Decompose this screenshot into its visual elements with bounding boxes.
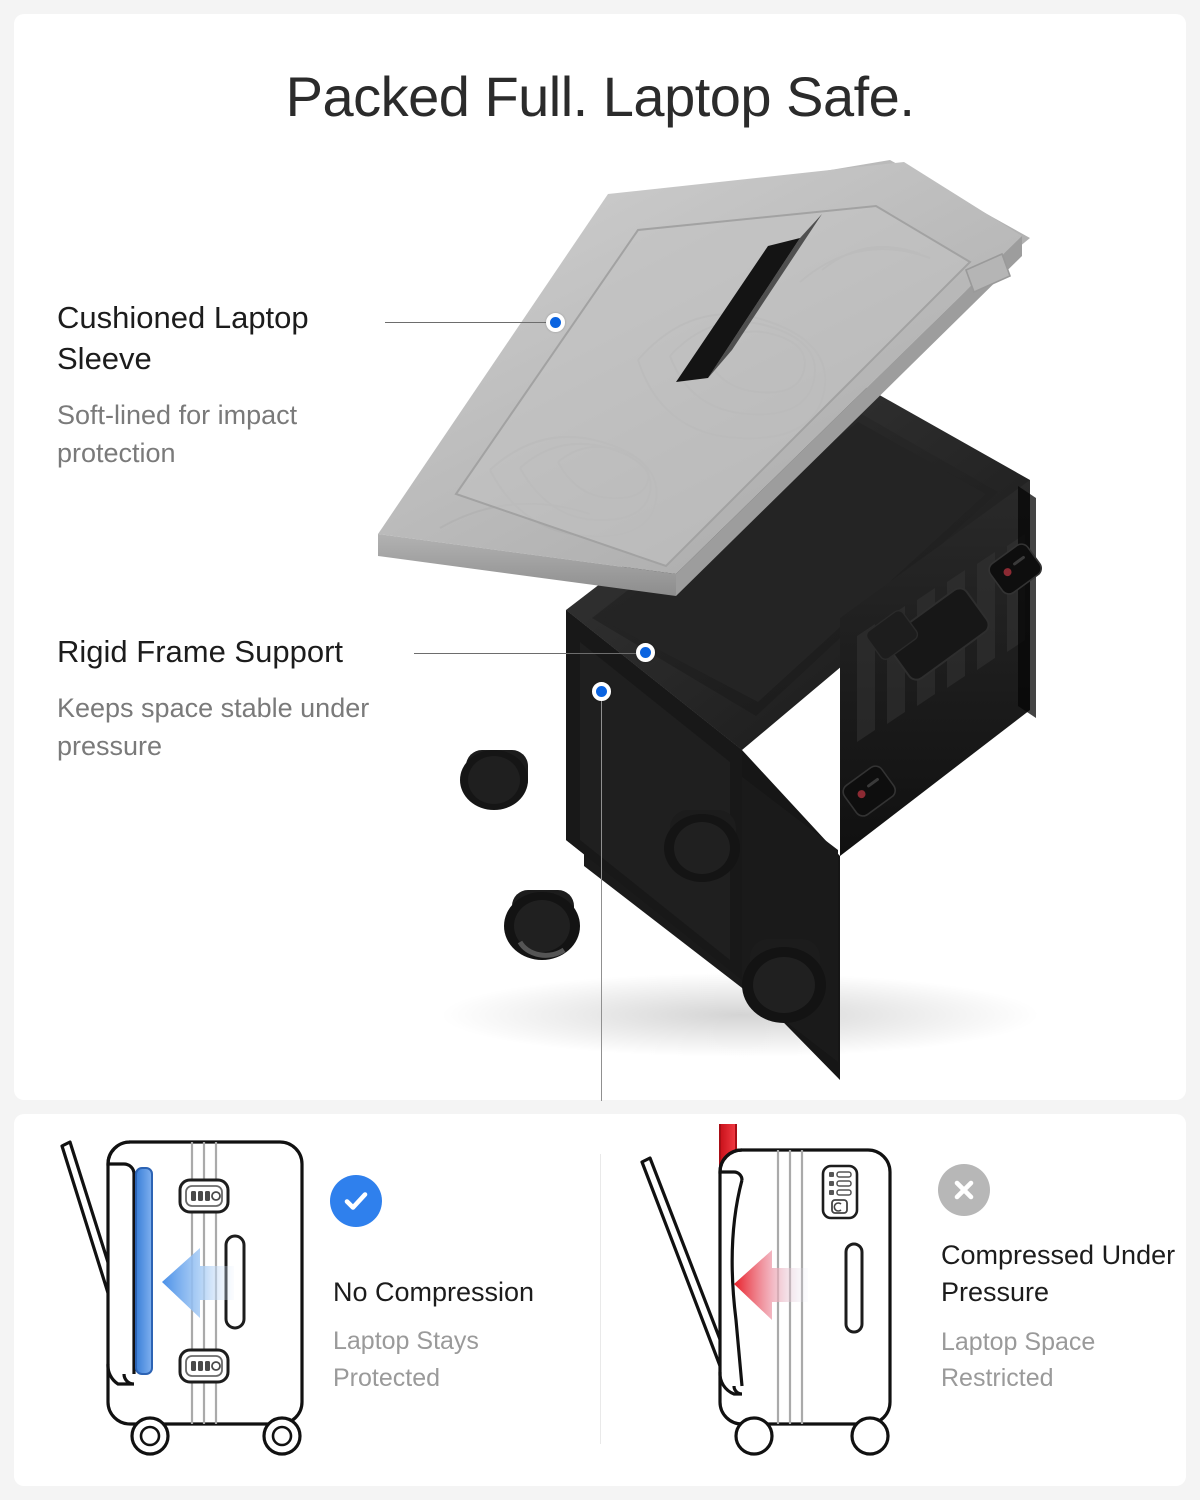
callout-rigid-frame-support: Rigid Frame Support Keeps space stable u… (57, 632, 412, 766)
comparison-text-no-compression: No Compression Laptop Stays Protected (333, 1274, 583, 1396)
x-circle-icon (938, 1164, 990, 1216)
leader-line-frame (414, 653, 642, 654)
marker-dot-base (592, 682, 611, 701)
callout-subtitle: Keeps space stable under pressure (57, 692, 370, 762)
latch-icon-upper (178, 1178, 230, 1214)
latch-icon-lower (178, 1348, 230, 1384)
callout-subtitle: Soft-lined for impact protection (57, 399, 298, 469)
marker-dot-frame (636, 643, 655, 662)
comparison-text-compressed: Compressed Under Pressure Laptop Space R… (941, 1237, 1176, 1396)
comparison-divider (600, 1154, 601, 1444)
keypad-lock-icon (821, 1164, 859, 1220)
comparison-item-no-compression (14, 1114, 600, 1486)
callout-cushioned-laptop-sleeve: Cushioned Laptop Sleeve Soft-lined for i… (57, 298, 412, 472)
comparison-subtitle: Laptop Space Restricted (941, 1327, 1096, 1392)
leader-line-sleeve (385, 322, 555, 323)
hero-product-image (370, 150, 1090, 1080)
marker-dot-sleeve (546, 313, 565, 332)
diagram-no-compression (34, 1124, 334, 1479)
comparison-item-compressed (600, 1101, 1186, 1486)
leader-line-drop (601, 696, 602, 1101)
callout-title: Cushioned Laptop Sleeve (57, 300, 309, 376)
comparison-title: Compressed Under Pressure (941, 1240, 1176, 1308)
comparison-title: No Compression (333, 1277, 535, 1307)
comparison-subtitle: Laptop Stays Protected (333, 1327, 479, 1392)
check-circle-icon (330, 1175, 382, 1227)
diagram-compressed-under-pressure (620, 1101, 920, 1479)
page-title: Packed Full. Laptop Safe. (285, 64, 915, 128)
callout-title: Rigid Frame Support (57, 634, 344, 669)
